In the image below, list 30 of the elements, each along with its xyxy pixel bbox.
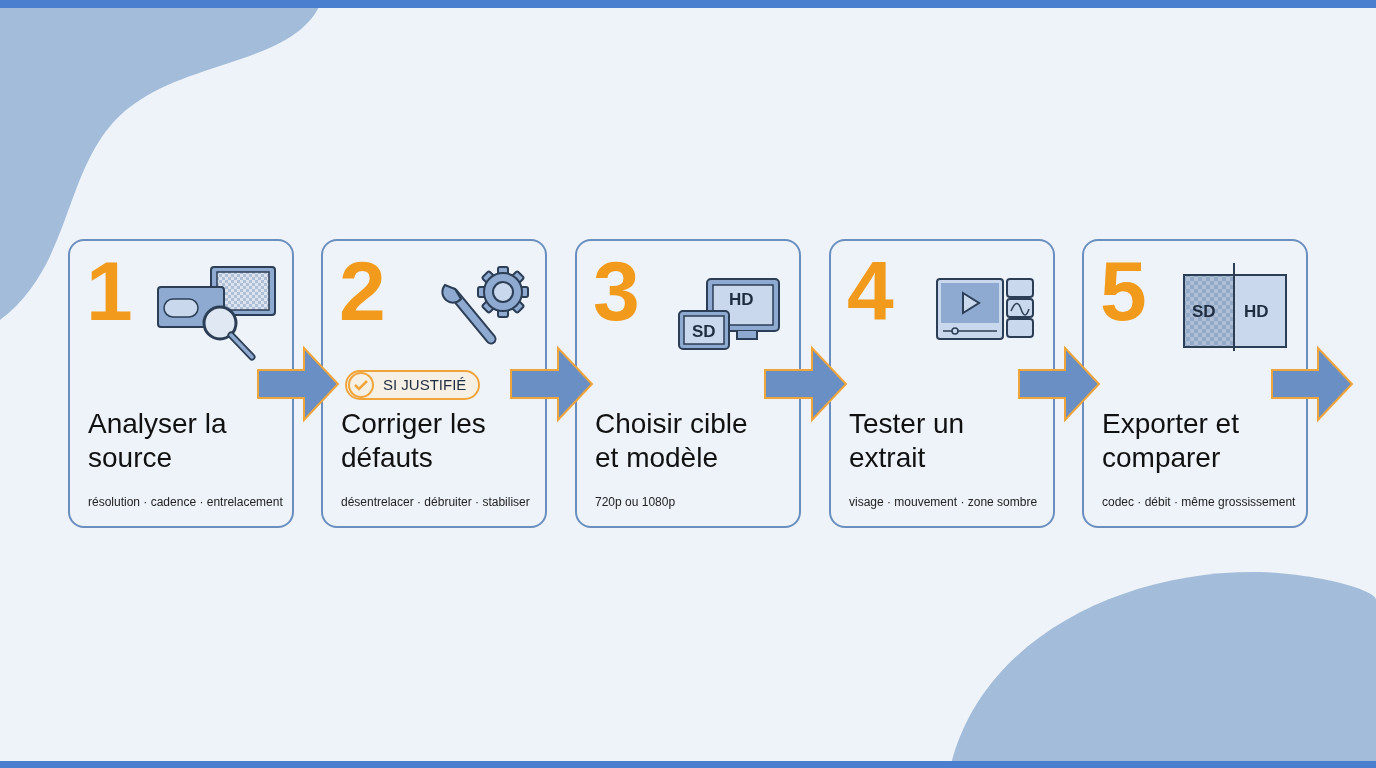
- block-arrow: [764, 345, 848, 423]
- badge-text: SI JUSTIFIÉ: [383, 374, 467, 395]
- step-card: [68, 239, 294, 528]
- step-number: 5: [1100, 249, 1147, 333]
- step-title: Tester un extrait: [849, 407, 966, 475]
- step-details: résolution · cadence · entrelacement: [88, 494, 284, 511]
- step-number: 1: [86, 249, 133, 333]
- step-title: Corriger les défauts: [341, 407, 487, 475]
- step-details: désentrelacer · débruiter · stabiliser: [341, 494, 531, 511]
- step-card: [1082, 239, 1308, 528]
- block-arrow: [1271, 345, 1354, 423]
- icon-label: HD: [1244, 303, 1269, 320]
- step-card: [321, 239, 547, 528]
- step-number: 3: [593, 249, 640, 333]
- step-card: [829, 239, 1055, 528]
- step-number: 4: [847, 249, 894, 333]
- step-title: Choisir cible et modèle: [595, 407, 749, 475]
- step-title: Exporter et comparer: [1102, 407, 1240, 475]
- step-number: 2: [339, 249, 386, 333]
- step-title: Analyser la source: [88, 407, 228, 475]
- step-details: 720p ou 1080p: [595, 494, 677, 511]
- step-details: visage · mouvement · zone sombre: [849, 494, 1039, 511]
- icon-label: HD: [729, 291, 754, 308]
- block-arrow: [257, 345, 340, 423]
- step-card: [575, 239, 801, 528]
- step-details: codec · débit · même grossissement: [1102, 494, 1297, 511]
- block-arrow: [510, 345, 594, 423]
- block-arrow: [1018, 345, 1101, 423]
- icon-label: SD: [1192, 303, 1216, 320]
- icon-label: SD: [692, 323, 716, 340]
